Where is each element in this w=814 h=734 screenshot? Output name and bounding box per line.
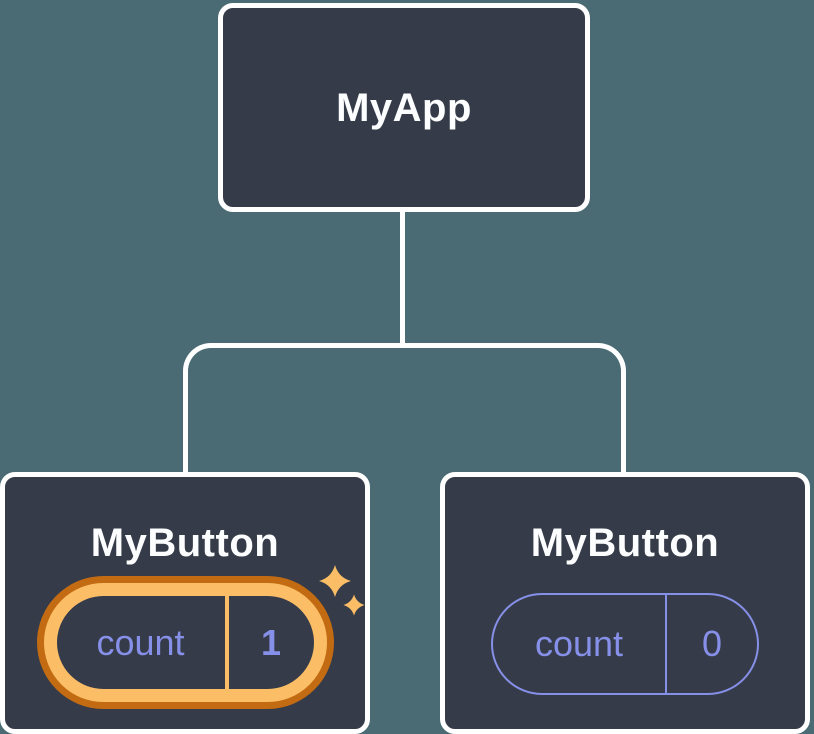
component-node-button-right: MyButton count 0 [440, 472, 810, 734]
pill-divider [665, 595, 667, 693]
sparkle-icon [319, 565, 365, 616]
right-node-label: MyButton [530, 521, 720, 565]
state-value: 1 [260, 621, 282, 663]
component-node-button-left: MyButton count 1 [0, 472, 370, 734]
connector-root-stem [400, 206, 405, 346]
connector-branch [183, 343, 626, 473]
component-node-root: MyApp [218, 3, 590, 212]
state-pill: count 0 [491, 593, 759, 695]
pill-divider [224, 596, 229, 689]
state-value: 0 [701, 623, 723, 664]
left-node-label: MyButton [90, 521, 280, 565]
root-node-label: MyApp [336, 85, 472, 130]
state-key-label: count [96, 621, 185, 663]
state-key-label: count [534, 623, 624, 664]
state-pill-highlighted: count 1 [43, 583, 327, 702]
